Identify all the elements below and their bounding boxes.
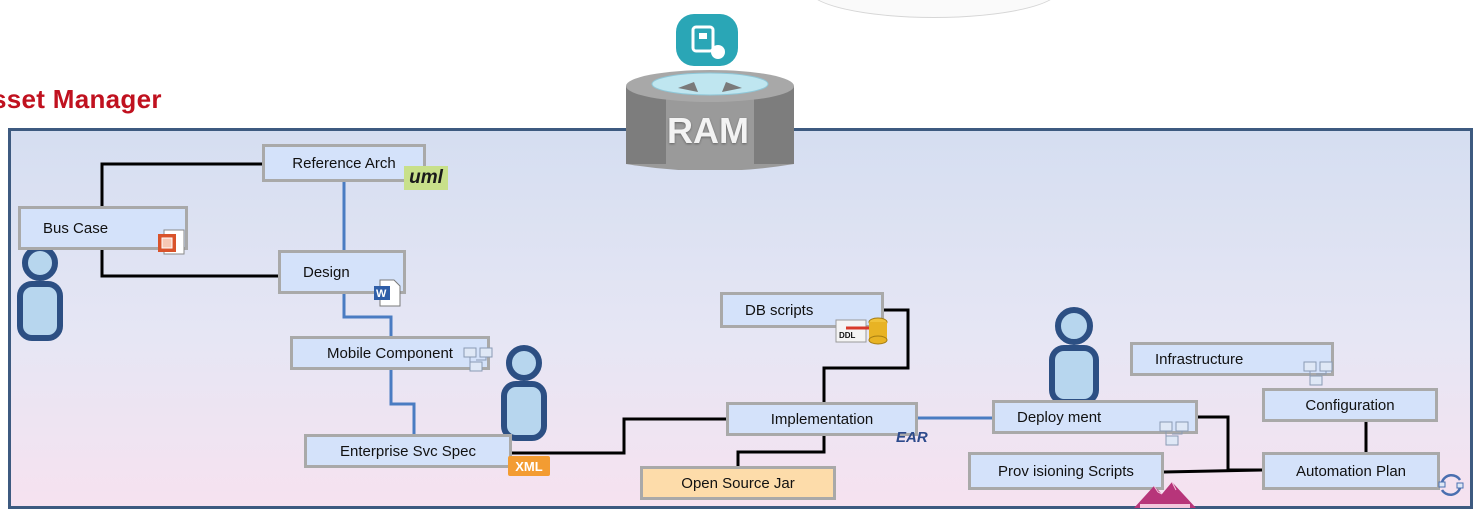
automation-cycle-icon	[1438, 473, 1464, 497]
ram-label: RAM	[667, 110, 749, 151]
word-document-icon: W	[374, 279, 401, 307]
node-enterprise-svc-spec[interactable]: Enterprise Svc Spec	[304, 434, 512, 468]
top-ellipse-shape	[808, 0, 1060, 18]
presentation-file-icon	[158, 229, 185, 255]
node-reference-arch[interactable]: Reference Arch	[262, 144, 426, 182]
asset-repository-badge-icon	[676, 14, 738, 66]
node-db-scripts[interactable]: DB scripts	[720, 292, 884, 328]
node-automation-plan[interactable]: Automation Plan	[1262, 452, 1440, 490]
apache-ant-logo-icon	[1134, 481, 1196, 508]
node-mobile-component[interactable]: Mobile Component	[290, 336, 490, 370]
svg-text:W: W	[376, 288, 387, 300]
node-open-source-jar[interactable]: Open Source Jar	[640, 466, 836, 500]
component-network-icon	[463, 347, 493, 372]
ram-repository-icon	[626, 70, 794, 170]
component-network-icon	[1159, 421, 1189, 446]
person-icon	[1049, 307, 1099, 405]
node-provisioning-scripts[interactable]: Prov isioning Scripts	[968, 452, 1164, 490]
xml-badge: XML	[508, 456, 550, 476]
database-ddl-icon: DDL	[835, 317, 888, 345]
component-network-icon	[1303, 361, 1333, 386]
ear-badge: EAR	[896, 429, 928, 446]
node-configuration[interactable]: Configuration	[1262, 388, 1438, 422]
svg-text:DDL: DDL	[839, 331, 856, 340]
node-implementation[interactable]: Implementation	[726, 402, 918, 436]
page-title: sset Manager	[0, 84, 162, 114]
uml-badge: uml	[404, 166, 448, 190]
person-icon	[17, 245, 63, 341]
person-icon	[501, 345, 547, 441]
node-infrastructure[interactable]: Infrastructure	[1130, 342, 1334, 376]
